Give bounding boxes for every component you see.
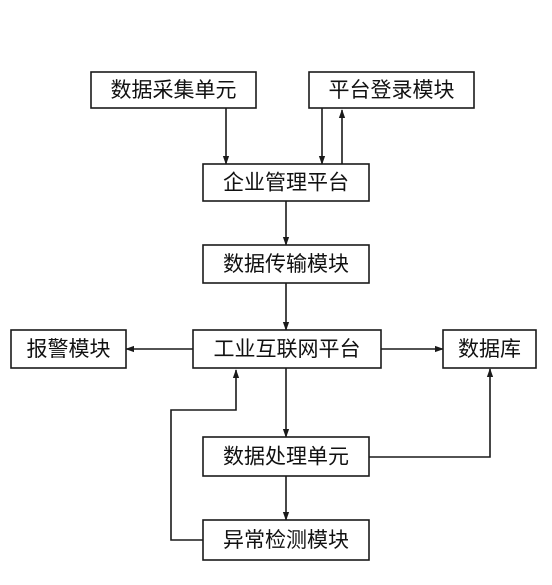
node-data-processing: 数据处理单元 xyxy=(202,436,370,477)
node-data-transmission-label: 数据传输模块 xyxy=(223,252,349,276)
node-alarm-label: 报警模块 xyxy=(27,337,111,361)
node-anomaly-detection: 异常检测模块 xyxy=(202,519,370,561)
node-database: 数据库 xyxy=(442,329,537,369)
edge-anomaly-to-internet xyxy=(170,369,240,541)
edge-processing-to-database xyxy=(369,368,494,458)
node-platform-login: 平台登录模块 xyxy=(308,71,475,109)
node-anomaly-detection-label: 异常检测模块 xyxy=(223,528,349,552)
node-enterprise-platform-label: 企业管理平台 xyxy=(223,171,349,195)
node-data-collection-label: 数据采集单元 xyxy=(111,78,237,102)
node-industrial-internet-label: 工业互联网平台 xyxy=(214,337,361,361)
node-data-transmission: 数据传输模块 xyxy=(202,244,370,284)
node-enterprise-platform: 企业管理平台 xyxy=(202,163,370,202)
node-alarm: 报警模块 xyxy=(10,329,127,369)
node-platform-login-label: 平台登录模块 xyxy=(329,78,455,102)
edges xyxy=(125,108,494,541)
nodes: 数据采集单元 平台登录模块 企业管理平台 数据传输模块 工业互联网平台 报警模块… xyxy=(10,71,537,561)
node-data-processing-label: 数据处理单元 xyxy=(223,445,349,469)
node-database-label: 数据库 xyxy=(458,337,521,361)
node-data-collection: 数据采集单元 xyxy=(90,71,257,109)
node-industrial-internet: 工业互联网平台 xyxy=(192,329,382,369)
